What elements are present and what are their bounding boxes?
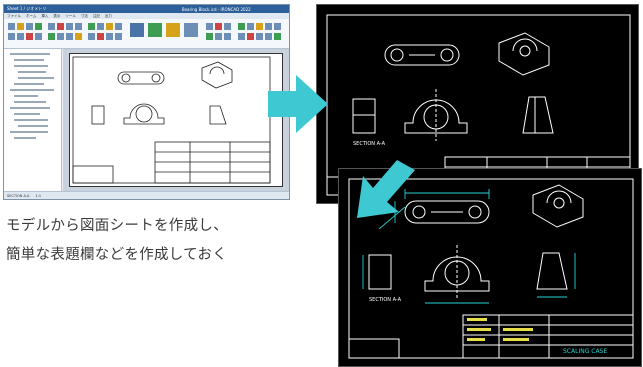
menu-item[interactable]: ホーム bbox=[26, 13, 37, 18]
ribbon-toolbar-icons[interactable] bbox=[8, 22, 286, 46]
drawing-workspace[interactable] bbox=[63, 49, 289, 191]
scene-browser-panel[interactable] bbox=[4, 49, 62, 191]
arrow-down-left-icon bbox=[357, 160, 415, 218]
menu-item[interactable]: 出力 bbox=[104, 13, 112, 18]
title-block-text: SCALING CASE bbox=[563, 348, 607, 355]
status-item: 1:1 bbox=[35, 193, 42, 198]
arrow-right-icon bbox=[268, 75, 328, 133]
app-body bbox=[4, 49, 289, 191]
app-window-title: Bearing Block.icd - IRONCAD 2022 bbox=[181, 6, 251, 12]
section-label: SECTION A-A bbox=[353, 141, 386, 147]
app-menubar: ファイル ホーム 挿入 表示 ツール 寸法 注記 出力 bbox=[4, 13, 289, 19]
menu-item[interactable]: 寸法 bbox=[80, 13, 88, 18]
status-item: SECTION A-A bbox=[7, 193, 30, 198]
menu-item[interactable]: 注記 bbox=[92, 13, 100, 18]
drawing-sheet-preview bbox=[69, 53, 283, 187]
cad-app-window: Sheet 1 / ジオメトリ Bearing Block.icd - IRON… bbox=[3, 4, 290, 200]
app-ribbon bbox=[4, 19, 289, 49]
drawing-sheet-2: SECTION A-A SCALING CASE bbox=[338, 168, 642, 367]
menu-item[interactable]: 挿入 bbox=[41, 13, 49, 18]
caption-line-1: モデルから図面シートを作成し、 bbox=[6, 218, 228, 234]
caption-line-2: 簡単な表題欄などを作成しておく bbox=[6, 247, 228, 263]
app-statusbar: SECTION A-A 1:1 bbox=[4, 191, 289, 199]
menu-item[interactable]: 表示 bbox=[53, 13, 61, 18]
sheet-2-drawing: SECTION A-A SCALING CASE bbox=[348, 178, 634, 359]
app-title: Sheet 1 / ジオメトリ bbox=[7, 6, 47, 11]
caption: モデルから図面シートを作成し、 簡単な表題欄などを作成しておく bbox=[6, 212, 306, 270]
app-titlebar: Sheet 1 / ジオメトリ Bearing Block.icd - IRON… bbox=[4, 5, 289, 13]
light-sheet-drawing bbox=[72, 56, 271, 184]
menu-item[interactable]: ツール bbox=[65, 13, 76, 18]
menu-item[interactable]: ファイル bbox=[7, 13, 21, 18]
section-label: SECTION A-A bbox=[369, 297, 402, 303]
